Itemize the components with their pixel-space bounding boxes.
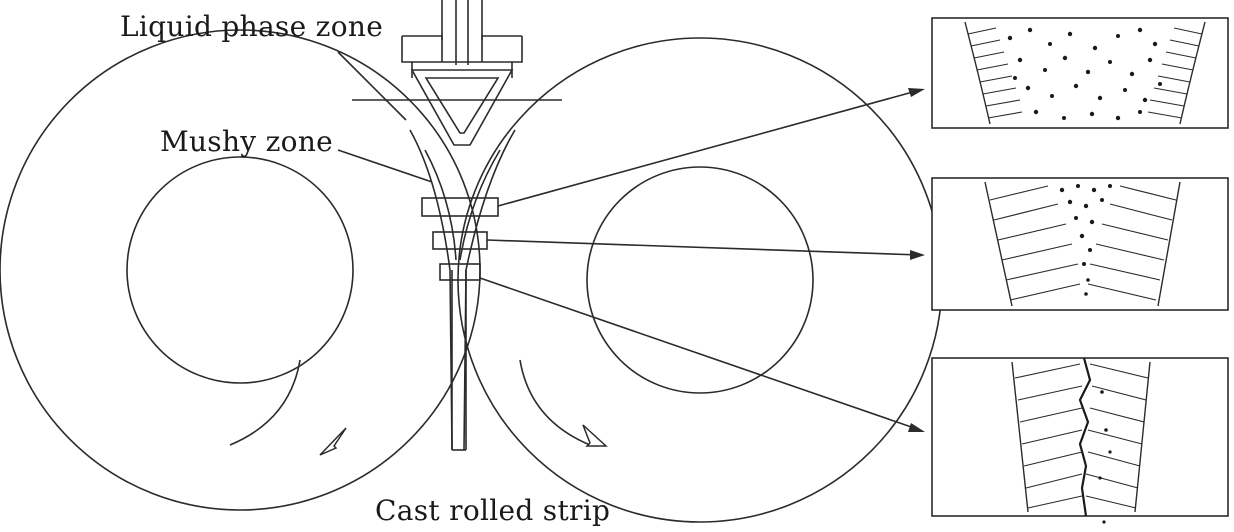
left-arrowhead xyxy=(319,427,347,456)
inset-panel-bottom xyxy=(931,357,1229,524)
cast-rolled-strip-label: Cast rolled strip xyxy=(375,494,611,527)
arrow-to-panel-bottom xyxy=(479,277,921,431)
left-roll-inner xyxy=(126,156,354,384)
nozzle xyxy=(401,0,523,146)
liquid-phase-zone-label: Liquid phase zone xyxy=(120,10,384,43)
leader-mushy xyxy=(337,149,433,183)
left-rotation-arrow xyxy=(229,359,301,446)
left-roll-outer xyxy=(0,29,481,511)
right-arrowhead xyxy=(582,424,608,447)
arrow-to-panel-top xyxy=(497,89,921,207)
section-box-top xyxy=(421,197,499,217)
right-rotation-arrow xyxy=(519,359,591,446)
inset-panel-middle xyxy=(931,177,1229,311)
section-box-bottom xyxy=(439,263,481,281)
right-roll-inner xyxy=(586,166,814,394)
inset-panel-top xyxy=(931,17,1229,129)
right-shell xyxy=(463,129,516,451)
arrow-to-panel-middle xyxy=(486,239,921,256)
mushy-zone-label: Mushy zone xyxy=(160,125,334,158)
right-roll-outer xyxy=(457,37,943,523)
left-shell xyxy=(409,129,453,451)
leader-liquid xyxy=(337,51,407,121)
